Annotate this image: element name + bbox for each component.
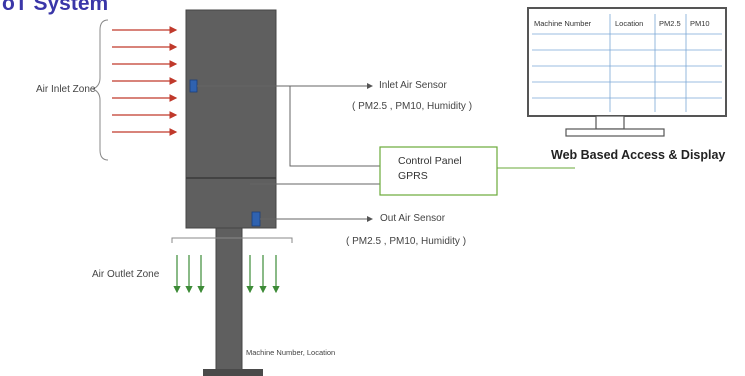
monitor-neck xyxy=(595,115,625,130)
control-panel-label: Control Panel GPRS xyxy=(398,154,462,184)
control-panel-line1: Control Panel xyxy=(398,155,462,167)
inlet-zone-brace xyxy=(91,19,109,161)
air-outlet-zone-label: Air Outlet Zone xyxy=(92,269,160,280)
control-panel-box xyxy=(379,146,498,196)
outlet-sensor-params: ( PM2.5 , PM10, Humidity ) xyxy=(346,236,467,247)
machine-pole xyxy=(215,227,243,372)
page-title: oT System xyxy=(2,0,109,15)
outlet-arrows xyxy=(173,255,280,294)
table-header-machine-number: Machine Number xyxy=(534,19,592,28)
control-panel-line2: GPRS xyxy=(398,170,428,182)
monitor-stand xyxy=(565,128,665,137)
inlet-arrows xyxy=(112,26,178,136)
machine-info-label: Machine Number, Location xyxy=(246,348,336,357)
machine-base xyxy=(203,369,263,376)
table-header-location: Location xyxy=(615,19,644,28)
data-table-grid xyxy=(532,14,722,112)
machine-lower-body xyxy=(185,177,277,229)
inlet-sensor-label: Inlet Air Sensor xyxy=(379,80,447,91)
outlet-sensor xyxy=(251,211,261,227)
inlet-sensor-params: ( PM2.5 , PM10, Humidity ) xyxy=(352,101,473,112)
web-display-title: Web Based Access & Display xyxy=(551,148,726,162)
table-header-pm25: PM2.5 xyxy=(659,19,681,28)
table-header-pm10: PM10 xyxy=(690,19,710,28)
outlet-sensor-label: Out Air Sensor xyxy=(380,213,446,224)
outlet-zone-bracket xyxy=(171,237,293,243)
inlet-sensor xyxy=(189,79,198,93)
web-monitor xyxy=(527,7,727,137)
air-inlet-zone-label: Air Inlet Zone xyxy=(36,84,96,95)
machine-upper-body xyxy=(185,9,277,179)
